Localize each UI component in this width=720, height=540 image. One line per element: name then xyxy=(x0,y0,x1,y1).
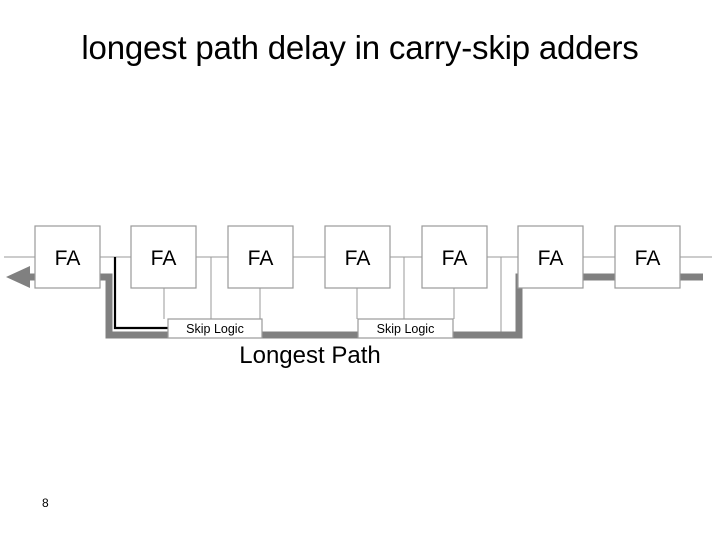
skip-logic-block-2[interactable]: Skip Logic xyxy=(357,318,454,339)
fa-block-2-rect[interactable] xyxy=(130,225,197,289)
fa-block-4-rect[interactable] xyxy=(324,225,391,289)
skip-logic-block-2-label: Skip Logic xyxy=(377,322,435,336)
page-title: longest path delay in carry-skip adders xyxy=(81,29,639,66)
fa-block-group: FA FA FA FA FA xyxy=(34,225,681,289)
fa-block-2-label: FA xyxy=(151,247,177,270)
fa-block-1[interactable]: FA xyxy=(34,225,101,289)
page-number: 8 xyxy=(42,496,49,510)
fa-block-3-rect[interactable] xyxy=(227,225,294,289)
fa-block-6-rect[interactable] xyxy=(517,225,584,289)
fa-block-4[interactable]: FA xyxy=(324,225,391,289)
longest-path-caption: Longest Path xyxy=(239,342,380,369)
skip-logic-block-1-rect[interactable] xyxy=(167,318,263,339)
fa-block-7-label: FA xyxy=(635,247,661,270)
fa-block-2[interactable]: FA xyxy=(130,225,197,289)
fa-block-5-label: FA xyxy=(442,247,468,270)
skip-logic-block-2-rect[interactable] xyxy=(357,318,454,339)
critical-ripple-segment xyxy=(113,257,168,330)
fa-block-5[interactable]: FA xyxy=(421,225,488,289)
longest-path-arrowhead xyxy=(6,266,30,288)
fa-block-3-label: FA xyxy=(248,247,274,270)
fa-block-1-label: FA xyxy=(55,247,81,270)
skip-logic-block-1-label: Skip Logic xyxy=(186,322,244,336)
skip-logic-group: Skip Logic Skip Logic xyxy=(167,318,454,339)
fa-block-1-rect[interactable] xyxy=(34,225,101,289)
fa-block-7-rect[interactable] xyxy=(614,225,681,289)
critical-ripple-line xyxy=(113,257,168,330)
fa-block-3[interactable]: FA xyxy=(227,225,294,289)
fa-block-4-label: FA xyxy=(345,247,371,270)
fa-block-6[interactable]: FA xyxy=(517,225,584,289)
fa-block-5-rect[interactable] xyxy=(421,225,488,289)
fa-block-7[interactable]: FA xyxy=(614,225,681,289)
fa-block-6-label: FA xyxy=(538,247,564,270)
skip-logic-block-1[interactable]: Skip Logic xyxy=(167,318,263,339)
